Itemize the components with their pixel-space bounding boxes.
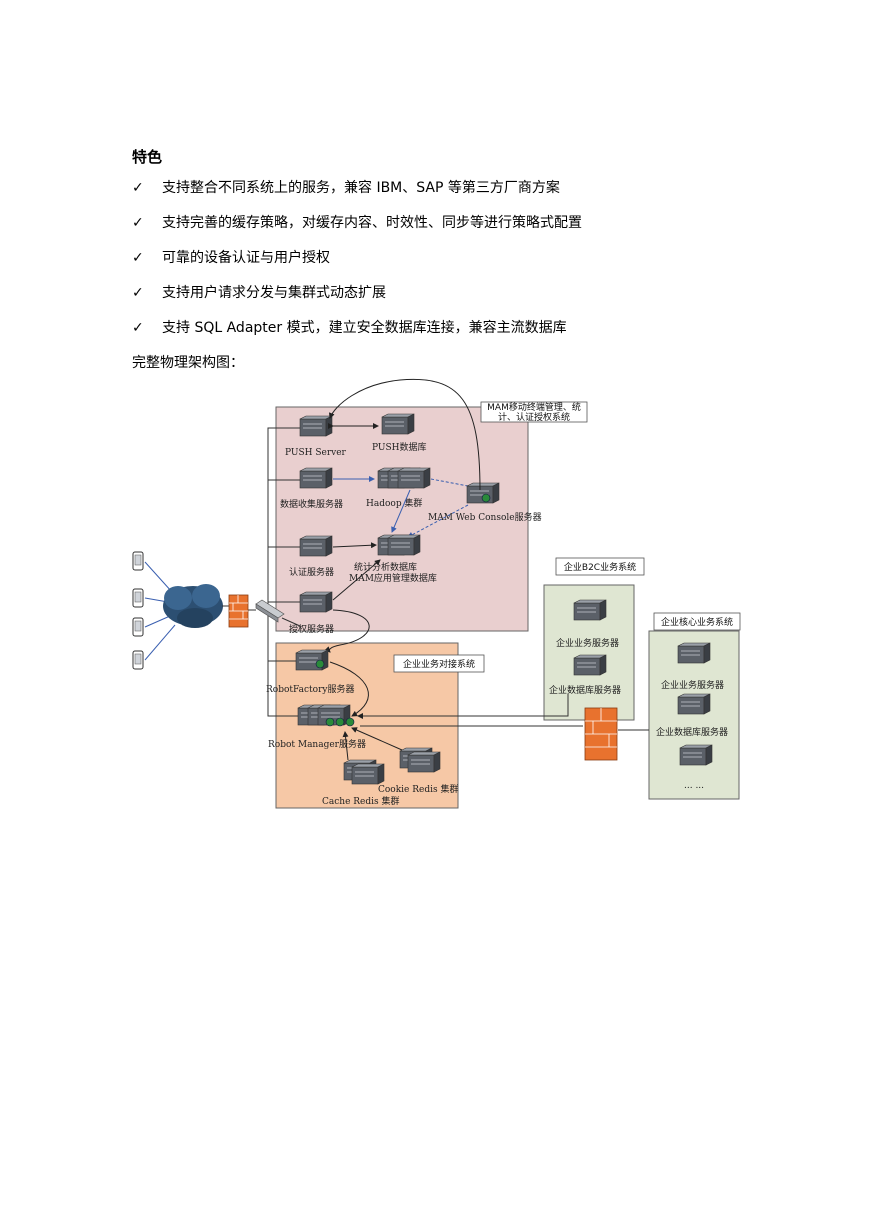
feature-item: ✓ 支持完善的缓存策略，对缓存内容、时效性、同步等进行策略式配置 <box>132 213 582 233</box>
checkmark-icon: ✓ <box>132 180 144 196</box>
mobile-phone-icon <box>132 551 144 571</box>
feature-text: 支持完善的缓存策略，对缓存内容、时效性、同步等进行策略式配置 <box>162 215 582 231</box>
stats-db-label: 统计分析数据库 <box>354 561 417 573</box>
feature-item: ✓ 可靠的设备认证与用户授权 <box>132 248 330 268</box>
feature-item: ✓ 支持 SQL Adapter 模式，建立安全数据库连接，兼容主流数据库 <box>132 318 567 338</box>
hadoop-cluster-icon <box>377 467 431 489</box>
network-switch-icon <box>255 599 285 623</box>
b2c-app-server-label: 企业业务服务器 <box>556 637 619 649</box>
firewall-icon <box>228 594 249 628</box>
push-server-icon <box>299 415 333 437</box>
core-db-server-icon <box>677 693 711 715</box>
core-extra-server-icon <box>679 744 713 766</box>
mam-console-label: MAM Web Console服务器 <box>428 511 542 523</box>
auth-server-icon <box>299 535 333 557</box>
stats-db-label-2: MAM应用管理数据库 <box>349 572 437 584</box>
b2c-db-server-icon <box>573 654 607 676</box>
b2c-db-server-label: 企业数据库服务器 <box>549 684 621 696</box>
push-db-icon <box>381 413 415 435</box>
feature-text: 支持 SQL Adapter 模式，建立安全数据库连接，兼容主流数据库 <box>162 320 567 336</box>
b2c-app-server-icon <box>573 599 607 621</box>
mobile-phone-icon <box>132 650 144 670</box>
section-heading: 特色 <box>132 148 163 166</box>
checkmark-icon: ✓ <box>132 320 144 336</box>
hadoop-cluster-label: Hadoop 集群 <box>366 497 422 509</box>
cookie-redis-label: Cookie Redis 集群 <box>378 783 458 795</box>
core-zone-label: 企业核心业务系统 <box>661 616 733 628</box>
robot-factory-server-icon <box>295 649 329 671</box>
core-app-server-label: 企业业务服务器 <box>661 679 724 691</box>
mobile-phone-icon <box>132 617 144 637</box>
feature-text: 可靠的设备认证与用户授权 <box>162 250 330 266</box>
internet-cloud-icon <box>163 584 223 628</box>
robot-manager-cluster-icon <box>297 704 355 727</box>
push-db-label: PUSH数据库 <box>372 441 427 453</box>
core-app-server-icon <box>677 642 711 664</box>
firewall-icon <box>584 707 618 761</box>
enterprise-zone-label: 企业业务对接系统 <box>403 658 475 670</box>
checkmark-icon: ✓ <box>132 215 144 231</box>
feature-text: 支持整合不同系统上的服务，兼容 IBM、SAP 等第三方厂商方案 <box>162 180 560 196</box>
robot-factory-label: RobotFactory服务器 <box>266 683 354 695</box>
mam-zone-label: MAM移动终端管理、统 <box>487 401 581 413</box>
authz-server-icon <box>299 591 333 613</box>
cache-redis-label: Cache Redis 集群 <box>322 795 400 807</box>
collector-server-label: 数据收集服务器 <box>280 498 343 510</box>
robot-manager-label: Robot Manager服务器 <box>268 738 366 750</box>
authz-server-label: 授权服务器 <box>289 623 334 635</box>
diagram-caption: 完整物理架构图： <box>132 355 244 371</box>
stats-db-icon <box>377 534 421 556</box>
checkmark-icon: ✓ <box>132 285 144 301</box>
mobile-phone-icon <box>132 588 144 608</box>
auth-server-label: 认证服务器 <box>289 566 334 578</box>
core-more-label: ... ... <box>684 781 704 791</box>
collector-server-icon <box>299 467 333 489</box>
push-server-label: PUSH Server <box>285 448 347 458</box>
mam-console-server-icon <box>466 482 500 504</box>
core-db-server-label: 企业数据库服务器 <box>656 726 728 738</box>
feature-item: ✓ 支持整合不同系统上的服务，兼容 IBM、SAP 等第三方厂商方案 <box>132 178 560 198</box>
mam-zone-label-2: 计、认证授权系统 <box>498 411 570 423</box>
feature-text: 支持用户请求分发与集群式动态扩展 <box>162 285 386 301</box>
b2c-zone-label: 企业B2C业务系统 <box>564 561 636 573</box>
checkmark-icon: ✓ <box>132 250 144 266</box>
feature-item: ✓ 支持用户请求分发与集群式动态扩展 <box>132 283 386 303</box>
